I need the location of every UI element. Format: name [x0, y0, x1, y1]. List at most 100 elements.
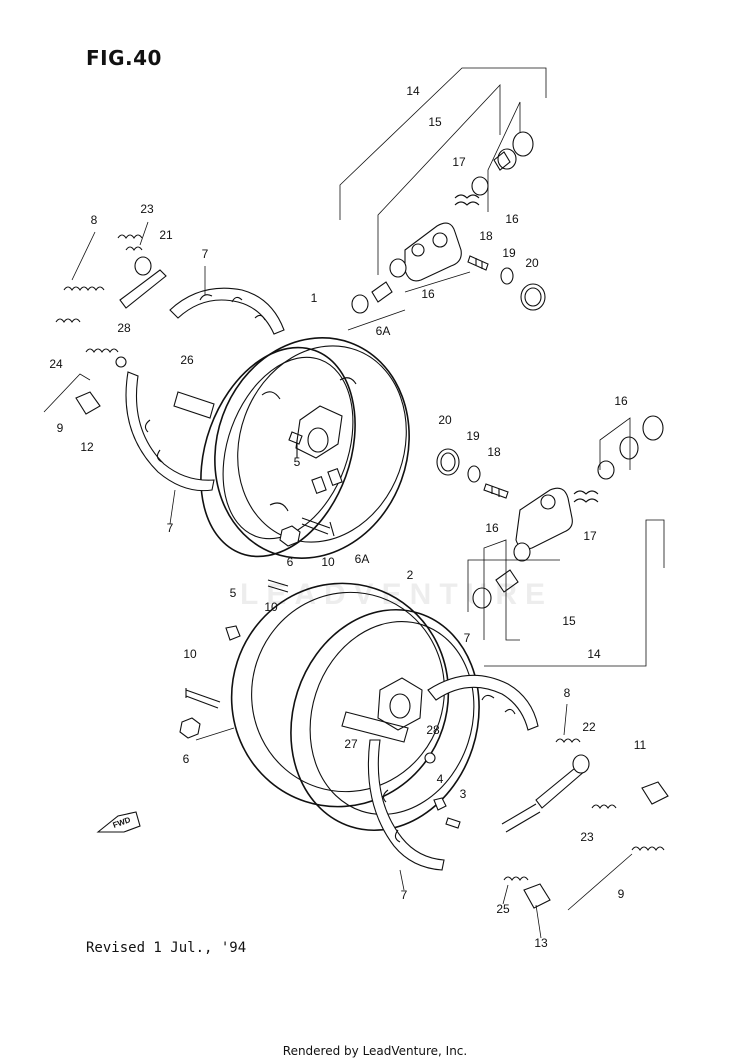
dust-cover-lower-inner — [440, 452, 456, 472]
callout-6: 6 — [287, 555, 294, 569]
lever-pivot-21 — [134, 256, 152, 276]
callout-24: 24 — [49, 357, 63, 371]
callout-11: 11 — [634, 738, 647, 752]
callout-27: 27 — [344, 737, 358, 751]
callout-10: 10 — [183, 647, 197, 661]
forward-direction-arrow: FWD — [96, 811, 141, 833]
brake-shoe-7-top — [169, 287, 285, 335]
leader-13 — [535, 904, 542, 939]
nut-28-lower — [424, 752, 436, 764]
callout-13: 13 — [534, 936, 548, 950]
cylinder-bore — [411, 243, 425, 257]
callout-21: 21 — [159, 228, 173, 242]
spring-9-coil — [85, 348, 119, 353]
bleeder-screw-upper — [467, 255, 489, 271]
shoe-lining-bottom — [382, 789, 401, 843]
callout-14: 14 — [406, 84, 420, 98]
piston-lower — [619, 436, 639, 460]
callout-16: 16 — [421, 287, 435, 301]
fwd-arrow-icon — [96, 811, 141, 833]
return-spring-8-lower — [555, 738, 581, 743]
revision-note: Revised 1 Jul., '94 — [86, 940, 247, 956]
callout-23: 23 — [580, 830, 594, 844]
callout-2: 2 — [407, 568, 414, 582]
nut-4 — [433, 797, 447, 811]
return-spring-8 — [63, 286, 105, 291]
bracket-14-lower — [484, 519, 665, 667]
callout-5: 5 — [294, 455, 301, 469]
bracket-16-lower — [599, 417, 631, 470]
callout-5: 5 — [230, 586, 237, 600]
callout-8: 8 — [91, 213, 98, 227]
adjuster-link — [501, 803, 541, 833]
callout-16: 16 — [505, 212, 519, 226]
callout-15: 15 — [562, 614, 576, 628]
spring-17-lower — [573, 490, 599, 503]
bleeder-screw-lower — [483, 483, 509, 499]
callout-18: 18 — [479, 229, 493, 243]
callout-19: 19 — [502, 246, 516, 260]
callout-9: 9 — [57, 421, 64, 435]
backing-plate-outer — [200, 346, 356, 558]
bolt-10-upper — [301, 517, 335, 537]
hub-hole-lower — [389, 693, 411, 719]
lever-pivot-22 — [572, 754, 590, 774]
spring-23-upper — [117, 234, 143, 251]
strut-27 — [341, 711, 409, 743]
drum-outer-rim-upper — [214, 337, 410, 559]
callout-14: 14 — [587, 647, 601, 661]
callout-16: 16 — [485, 521, 499, 535]
drum-inner-rim-lower — [251, 591, 445, 793]
callout-7: 7 — [464, 631, 471, 645]
drum-outer-rim-lower — [230, 582, 450, 808]
retainer-11 — [641, 781, 669, 805]
bleeder-cap-lower — [467, 465, 481, 483]
lower-cylinder-port — [540, 494, 556, 510]
callout-4: 4 — [437, 772, 444, 786]
callout-3: 3 — [460, 787, 467, 801]
render-credit: Rendered by LeadVenture, Inc. — [282, 1044, 468, 1058]
callout-6A: 6A — [376, 324, 391, 338]
brake-shoe-7-right — [427, 674, 539, 731]
callout-7: 7 — [401, 888, 408, 902]
piston-boot — [493, 151, 511, 171]
upper-wheel-cylinder-assembly — [339, 67, 547, 331]
callout-28: 28 — [426, 723, 440, 737]
retainer-13 — [523, 883, 551, 909]
lower-shoe-group — [341, 674, 669, 939]
callout-6: 6 — [183, 752, 190, 766]
plate-ribs — [261, 377, 357, 512]
hub-hole-upper — [307, 427, 329, 453]
boot-lower-left — [495, 569, 519, 593]
bracket-14-upper — [339, 67, 547, 220]
leader-7-left — [169, 489, 176, 525]
callout-18: 18 — [487, 445, 501, 459]
bleeder-cap-upper — [500, 267, 514, 285]
boot-cap — [471, 176, 489, 196]
cylinder-port — [432, 232, 448, 248]
bracket-16-lower-left — [483, 539, 520, 641]
callout-7: 7 — [167, 521, 174, 535]
nut-28-upper — [115, 356, 127, 368]
callout-1: 1 — [311, 291, 318, 305]
wheel-cylinder-body-upper — [404, 222, 462, 282]
nut-6-lower — [179, 717, 201, 739]
spring-25 — [503, 876, 529, 881]
leader-7-bottom — [399, 869, 405, 891]
spring-9-lower-coil — [631, 846, 665, 851]
slot-b — [327, 468, 343, 486]
callout-26: 26 — [180, 353, 194, 367]
backing-plate-inner — [222, 356, 354, 540]
lower-backing-plate — [179, 579, 480, 832]
spring-24 — [55, 318, 81, 323]
shoe-lining-left — [144, 419, 163, 463]
callout-25: 25 — [496, 902, 510, 916]
piston-left — [389, 258, 407, 278]
parking-lever-21 — [119, 269, 167, 309]
spring-23-lower — [591, 804, 617, 809]
spring-17-upper — [454, 194, 480, 206]
leader-1 — [347, 309, 406, 331]
backing-plate-lower-inner — [309, 621, 475, 815]
